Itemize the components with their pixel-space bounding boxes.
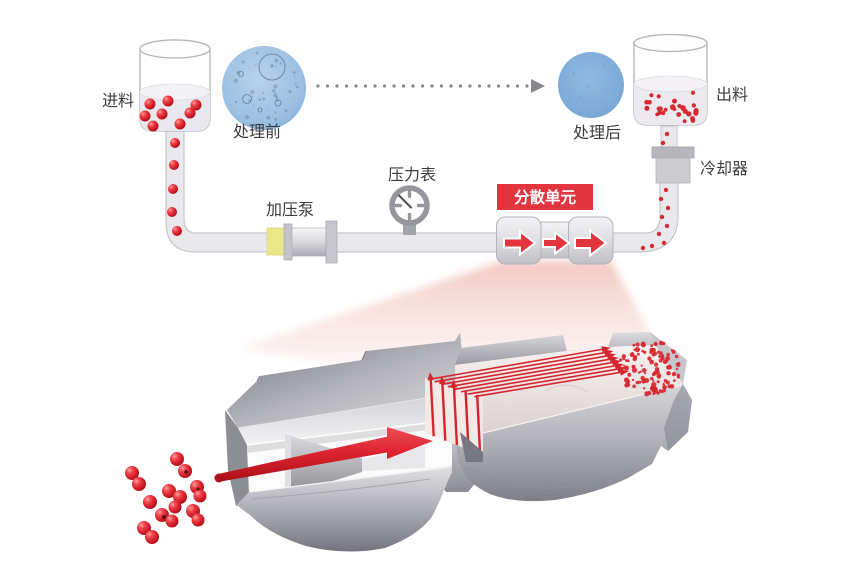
bubble-outlines (237, 53, 286, 113)
beaker-rim (139, 39, 211, 59)
before-label: 处理前 (233, 122, 281, 141)
flow-arrow-main (214, 427, 433, 483)
gauge-needle (397, 194, 413, 209)
after-label: 处理后 (573, 123, 621, 142)
chamber-back-wall-right (608, 332, 655, 347)
feed-beaker (139, 39, 211, 132)
fine-particles-right-tubes (640, 131, 671, 251)
pump-label: 加压泵 (266, 200, 314, 219)
feed-particles (139, 95, 202, 132)
cooler-label: 冷却器 (700, 159, 748, 178)
dotted-arrow (316, 79, 545, 93)
sample-speckles-after (568, 63, 605, 103)
dispersion-label-box (497, 184, 593, 210)
output-label: 出料 (716, 85, 748, 104)
chamber-right-end (664, 384, 692, 451)
gauge-label: 压力表 (388, 165, 436, 184)
chamber-left-top-outer (227, 333, 462, 428)
gauge-ticks (394, 190, 425, 221)
output-beaker (633, 33, 708, 126)
spray-cloud (618, 340, 681, 397)
dispersion-unit: 分散单元 (496, 184, 614, 265)
cooler (651, 146, 695, 184)
flow-arrows (503, 228, 608, 258)
feed-particles-in-tube (167, 138, 182, 236)
cooler-body (655, 157, 691, 184)
dispersion-label: 分散单元 (514, 188, 577, 207)
sample-speckles (233, 51, 299, 121)
pump-flange-1 (283, 223, 293, 261)
chamber-back-wall-left (455, 335, 567, 365)
pipe-outline-outer (165, 131, 679, 253)
chamber-left-top-face (238, 394, 452, 445)
cooler-flange (651, 146, 695, 159)
bore-cone (291, 436, 362, 494)
pump-flange-2 (325, 220, 338, 264)
chamber-left-end (225, 410, 249, 506)
dotted-arrowhead (531, 79, 545, 93)
before-sample (222, 46, 306, 130)
output-particles (644, 90, 699, 124)
pump-barrel (291, 227, 327, 257)
pump (266, 220, 338, 264)
chamber-3d (214, 332, 692, 552)
pipe-outline-inner (183, 131, 661, 234)
pressure-gauge (389, 185, 430, 235)
coarse-particles (125, 452, 207, 544)
pump-inlet (266, 227, 286, 256)
channel-shadow-wedge (460, 432, 483, 462)
after-sample (558, 52, 624, 118)
feed-label: 进料 (102, 91, 134, 110)
chamber-right-front (456, 384, 692, 502)
cooler-inlet-tube (660, 125, 678, 151)
